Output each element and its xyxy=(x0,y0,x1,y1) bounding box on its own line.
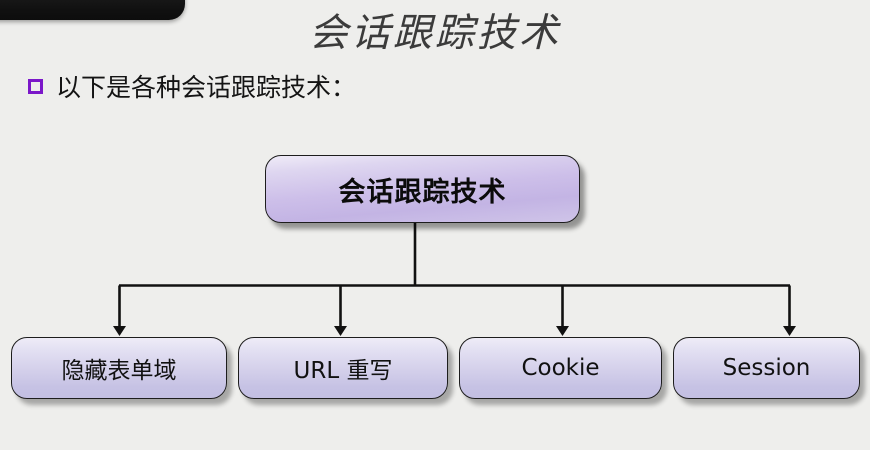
bullet-line: 以下是各种会话跟踪技术： xyxy=(28,68,356,104)
diagram-node-label: URL 重写 xyxy=(293,358,393,384)
diagram-node-root-label: 会话跟踪技术 xyxy=(338,176,507,208)
diagram-node-label: Session xyxy=(722,355,811,381)
diagram-node-label: Cookie xyxy=(521,355,600,381)
diagram-node-label: 隐藏表单域 xyxy=(61,358,177,384)
diagram-node-root[interactable]: 会话跟踪技术 xyxy=(265,155,580,223)
diagram-node-session[interactable]: Session xyxy=(673,337,860,399)
diagram-node-hidden-form-field[interactable]: 隐藏表单域 xyxy=(11,337,227,399)
header-decoration-tab xyxy=(0,0,185,20)
diagram-node-url-rewriting[interactable]: URL 重写 xyxy=(238,337,448,399)
diagram-node-cookie[interactable]: Cookie xyxy=(459,337,662,399)
bullet-text: 以下是各种会话跟踪技术： xyxy=(56,73,357,102)
page-title: 会话跟踪技术 xyxy=(308,11,561,56)
hollow-square-bullet-icon xyxy=(28,78,43,94)
